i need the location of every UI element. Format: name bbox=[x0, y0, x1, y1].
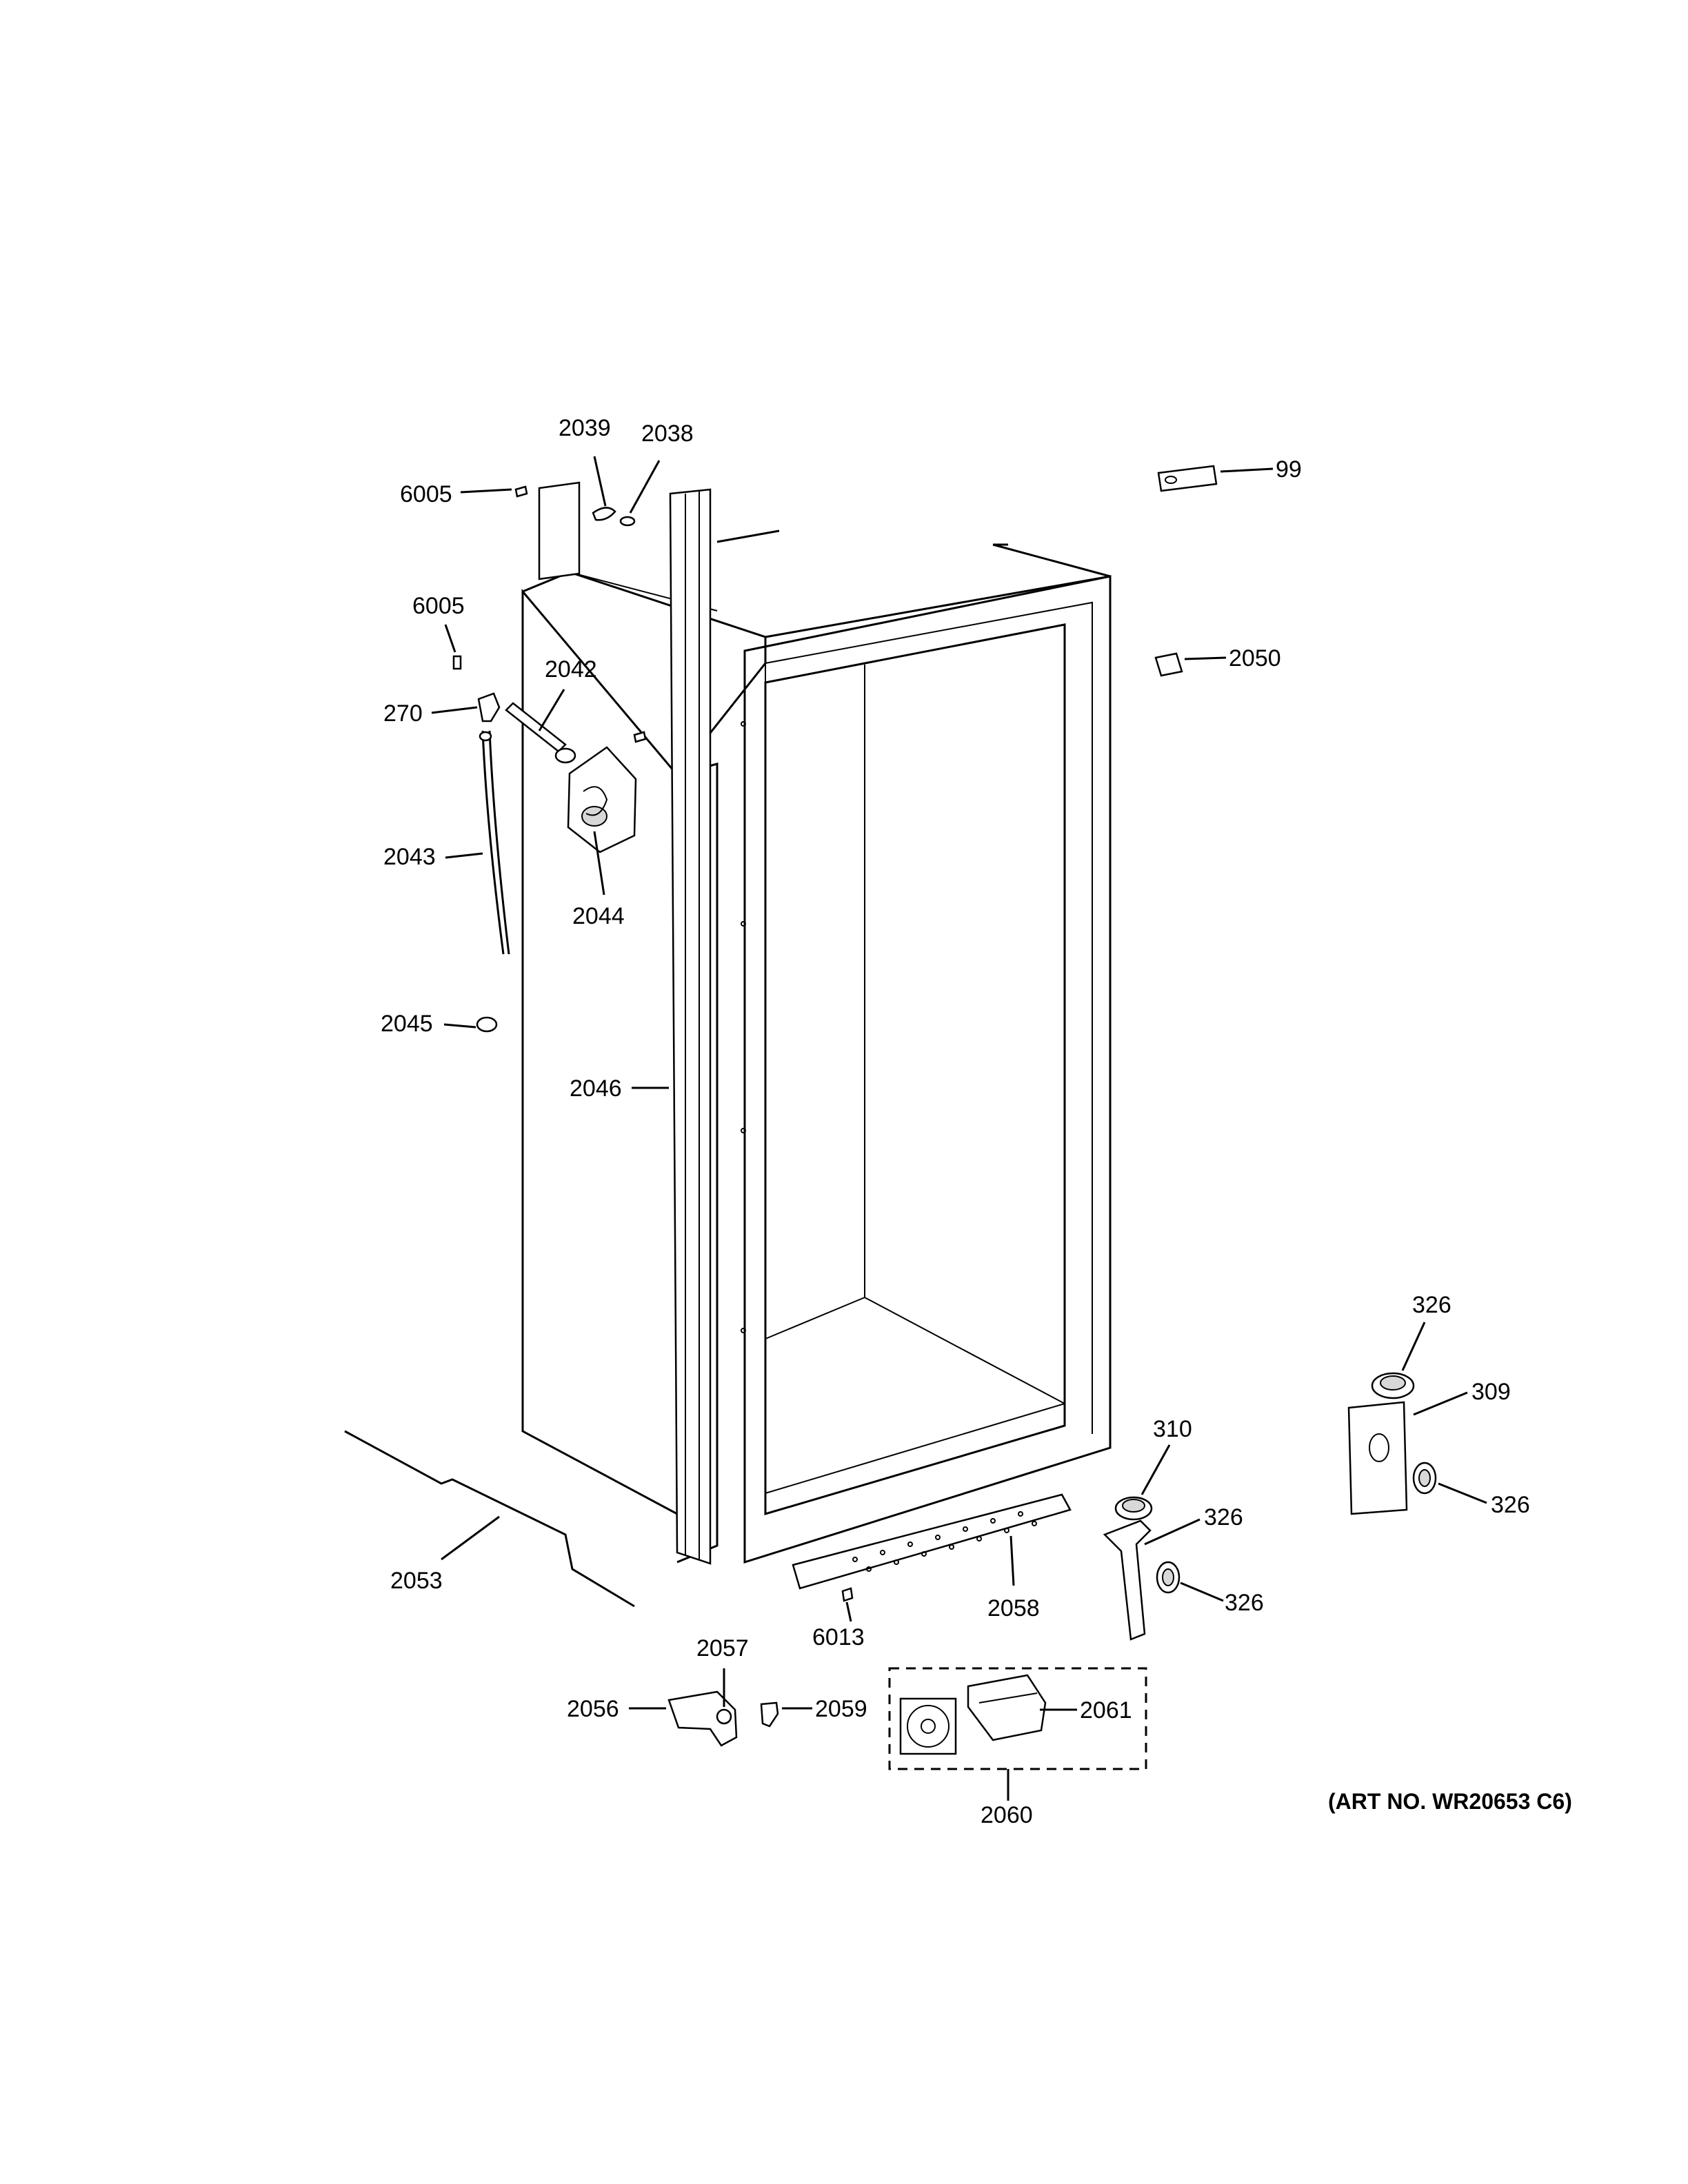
callout-2043: 2043 bbox=[383, 844, 436, 870]
callout-326-mid: 310 bbox=[1153, 1416, 1192, 1442]
callout-2056: 2056 bbox=[567, 1696, 619, 1722]
callout-labels: 2039 2038 6005 99 6005 2042 270 2050 204… bbox=[381, 415, 1530, 1828]
callout-326-low: 326 bbox=[1225, 1590, 1264, 1616]
callout-270: 270 bbox=[383, 700, 423, 727]
hinge-strip bbox=[669, 488, 712, 1565]
callout-310: 326 bbox=[1204, 1504, 1243, 1530]
callout-326-right: 326 bbox=[1491, 1492, 1530, 1518]
callout-309: 309 bbox=[1471, 1379, 1511, 1405]
callout-2050: 2050 bbox=[1229, 645, 1281, 671]
callout-326-top: 326 bbox=[1412, 1292, 1451, 1318]
callout-6005-side: 6005 bbox=[412, 593, 465, 619]
art-number: (ART NO. WR20653 C6) bbox=[1328, 1789, 1572, 1814]
callout-6005-top: 6005 bbox=[400, 481, 452, 507]
callout-99: 99 bbox=[1276, 456, 1302, 483]
top-hardware bbox=[452, 465, 1218, 1033]
leader-lines bbox=[431, 456, 1487, 1801]
bottom-hardware bbox=[344, 1430, 1147, 1770]
callout-2059: 2059 bbox=[815, 1696, 867, 1722]
callout-2044: 2044 bbox=[572, 903, 625, 929]
callout-2053: 2053 bbox=[390, 1568, 443, 1594]
callout-2057: 2057 bbox=[696, 1635, 749, 1661]
callout-6013: 6013 bbox=[812, 1624, 865, 1650]
callout-2042: 2042 bbox=[545, 656, 597, 682]
hinge-assemblies bbox=[1103, 1372, 1437, 1641]
callout-2039: 2039 bbox=[559, 415, 611, 441]
cabinet-case bbox=[521, 529, 1112, 1564]
callout-2038: 2038 bbox=[641, 421, 694, 447]
callout-2046: 2046 bbox=[570, 1075, 622, 1102]
callout-2061: 2061 bbox=[1080, 1697, 1132, 1723]
callout-2060: 2060 bbox=[981, 1802, 1033, 1828]
callout-2058: 2058 bbox=[987, 1595, 1040, 1621]
callout-2045: 2045 bbox=[381, 1011, 433, 1037]
